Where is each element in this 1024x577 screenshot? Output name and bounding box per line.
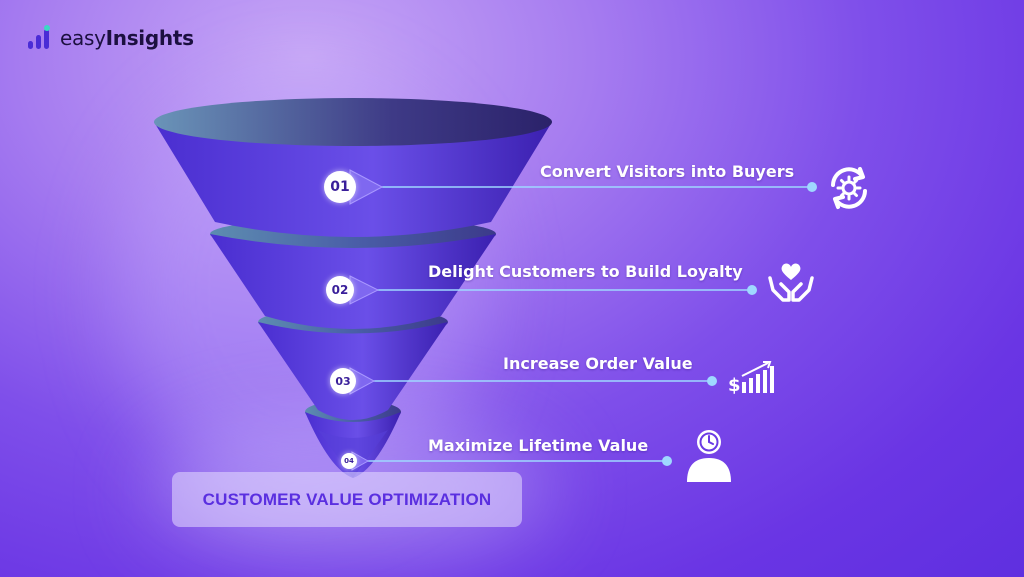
step-1-badge: 01 [324, 171, 356, 203]
connector-dot-2 [747, 285, 757, 295]
heart-hands-icon [767, 260, 815, 304]
step-2-badge: 02 [326, 276, 354, 304]
brand-name-light: easy [60, 26, 106, 50]
step-3-badge: 03 [330, 368, 356, 394]
connector-dot-1 [807, 182, 817, 192]
connector-dot-3 [707, 376, 717, 386]
step-4-badge: 04 [341, 453, 357, 469]
refresh-gear-icon [824, 163, 874, 213]
svg-text:$: $ [728, 375, 741, 396]
funnel-section-1 [154, 98, 552, 237]
brand-name: easyInsights [60, 26, 194, 50]
connector-dot-4 [662, 456, 672, 466]
dollar-growth-bars-icon: $ [728, 360, 778, 396]
step-2-label: Delight Customers to Build Loyalty [428, 262, 743, 281]
step-1-label: Convert Visitors into Buyers [540, 162, 795, 181]
step-3-label: Increase Order Value [503, 354, 693, 373]
step-4-label: Maximize Lifetime Value [428, 436, 649, 455]
brand-name-bold: Insights [105, 26, 194, 50]
funnel-title: CUSTOMER VALUE OPTIMIZATION [172, 472, 522, 527]
person-clock-icon [684, 428, 734, 484]
logo-bars-icon [28, 25, 56, 51]
brand-logo: easyInsights [28, 24, 194, 52]
